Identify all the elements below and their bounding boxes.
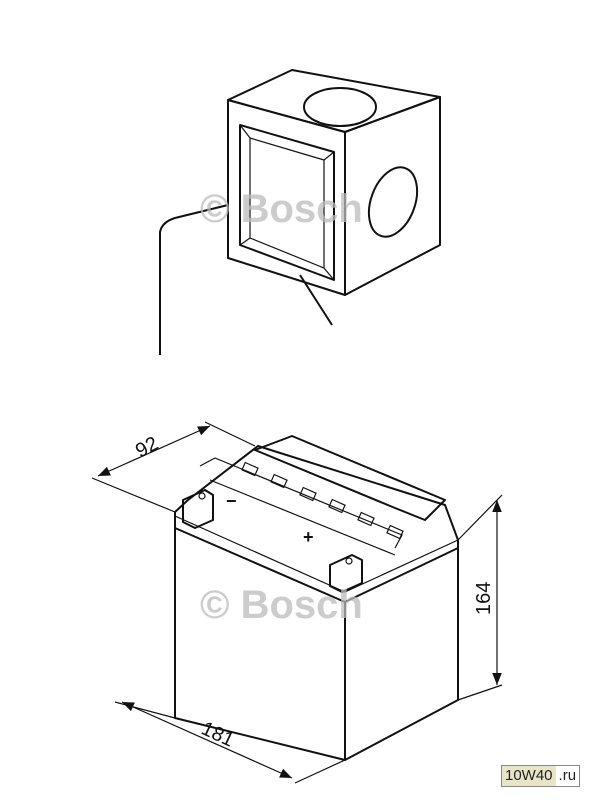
- positive-terminal-screw: [345, 557, 353, 565]
- dimension-length-label: 181: [198, 718, 238, 752]
- negative-terminal-screw: [198, 492, 206, 500]
- dimension-depth-label: 92: [132, 433, 162, 463]
- dimension-height: 164: [457, 494, 503, 701]
- battery-lid: [174, 445, 459, 603]
- site-logo-main: 10W40: [502, 766, 556, 786]
- positive-terminal: [329, 554, 363, 593]
- terminal-top-hole: [303, 87, 377, 127]
- dimension-length: 181: [114, 701, 346, 784]
- dimension-height-label: 164: [473, 582, 495, 615]
- battery-lid-edge: [174, 515, 459, 593]
- battery-body-outline: [159, 204, 229, 355]
- battery: − + © Bosch: [174, 435, 459, 761]
- battery-front-face: [174, 528, 346, 761]
- terminal-side-hole: [367, 166, 419, 238]
- watermark-bottom: © Bosch: [200, 583, 363, 627]
- site-logo[interactable]: 10W40 .ru: [501, 765, 581, 787]
- positive-sign: +: [303, 527, 314, 547]
- terminal-detail: © Bosch: [159, 69, 441, 355]
- terminal-cube-top: [227, 69, 441, 133]
- watermark-top: © Bosch: [200, 187, 363, 231]
- vent-caps: [241, 461, 404, 540]
- negative-sign: −: [226, 491, 237, 511]
- vent-cover: [254, 435, 446, 521]
- site-logo-suffix: .ru: [555, 766, 580, 786]
- terminal-opening-inner: [239, 124, 335, 281]
- terminal-cube-right: [344, 96, 441, 296]
- negative-terminal: [182, 489, 214, 529]
